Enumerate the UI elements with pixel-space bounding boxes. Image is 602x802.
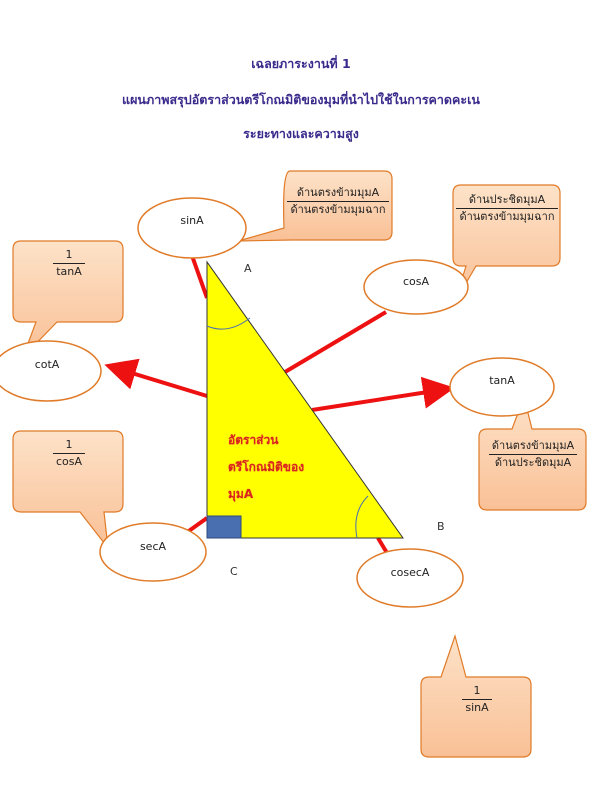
center-text-line-3: มุมA — [228, 487, 254, 501]
center-text-line-1: อัตราส่วน — [228, 433, 279, 447]
right-triangle — [206, 260, 404, 539]
oval-sin-label: sinA — [180, 214, 204, 227]
callout-sec-bubble — [12, 430, 124, 551]
line-to-cosec — [376, 536, 389, 555]
oval-cot-label: cotA — [34, 358, 60, 371]
angle-arc-a — [206, 317, 251, 330]
oval-sin — [137, 197, 247, 259]
callout-cos-den: ด้านตรงข้ามมุมฉาก — [459, 209, 555, 223]
center-text-line-2: ตรีโกณมิติของ — [228, 460, 305, 474]
callout-tan-bubble — [478, 394, 587, 511]
vertex-a-label: A — [244, 262, 252, 275]
vertex-c-label: C — [230, 565, 238, 578]
title-line-3: ระยะทางและความสูง — [243, 126, 359, 141]
callout-tan-den: ด้านประชิดมุมA — [494, 455, 572, 469]
callout-sec-den: cosA — [55, 454, 83, 468]
callout-cosec-bubble — [420, 633, 532, 758]
title-line-2: แผนภาพสรุปอัตราส่วนตรีโกณมิติของมุมที่นำ… — [122, 92, 480, 107]
oval-sec-label: secA — [139, 540, 167, 553]
callout-sin-num: ด้านตรงข้ามมุมA — [287, 186, 389, 202]
angle-arc-b — [355, 495, 369, 539]
oval-cos-label: cosA — [402, 275, 430, 288]
center-text: อัตราส่วน ตรีโกณมิติของ มุมA — [228, 427, 304, 508]
oval-tan-label: tanA — [489, 374, 515, 387]
right-angle-marker — [206, 515, 242, 539]
callout-sin-bubble — [237, 170, 393, 242]
oval-cot — [0, 340, 102, 402]
oval-cosec — [356, 548, 464, 608]
callout-cot-den: tanA — [56, 264, 82, 278]
arrow-to-tan — [311, 376, 455, 412]
arrow-to-cot — [104, 358, 208, 398]
callout-sec-num: 1 — [52, 438, 86, 454]
vertex-b-label: B — [437, 520, 445, 533]
oval-cos — [363, 259, 469, 315]
callout-cot-bubble — [12, 240, 124, 358]
oval-sec — [99, 522, 207, 582]
callout-cosec-num: 1 — [462, 684, 492, 700]
callout-tan-num: ด้านตรงข้ามมุมA — [488, 439, 578, 455]
oval-cosec-label: cosecA — [390, 566, 430, 579]
callout-cot-num: 1 — [53, 248, 85, 264]
callout-cosec-den: sinA — [465, 700, 489, 714]
line-to-cos — [283, 310, 388, 374]
callout-cos-num: ด้านประชิดมุมA — [456, 193, 558, 209]
oval-tan — [449, 357, 555, 417]
callout-sin-den: ด้านตรงข้ามมุมฉาก — [290, 202, 386, 216]
title-line-1: เฉลยภาระงานที่ 1 — [251, 56, 351, 71]
